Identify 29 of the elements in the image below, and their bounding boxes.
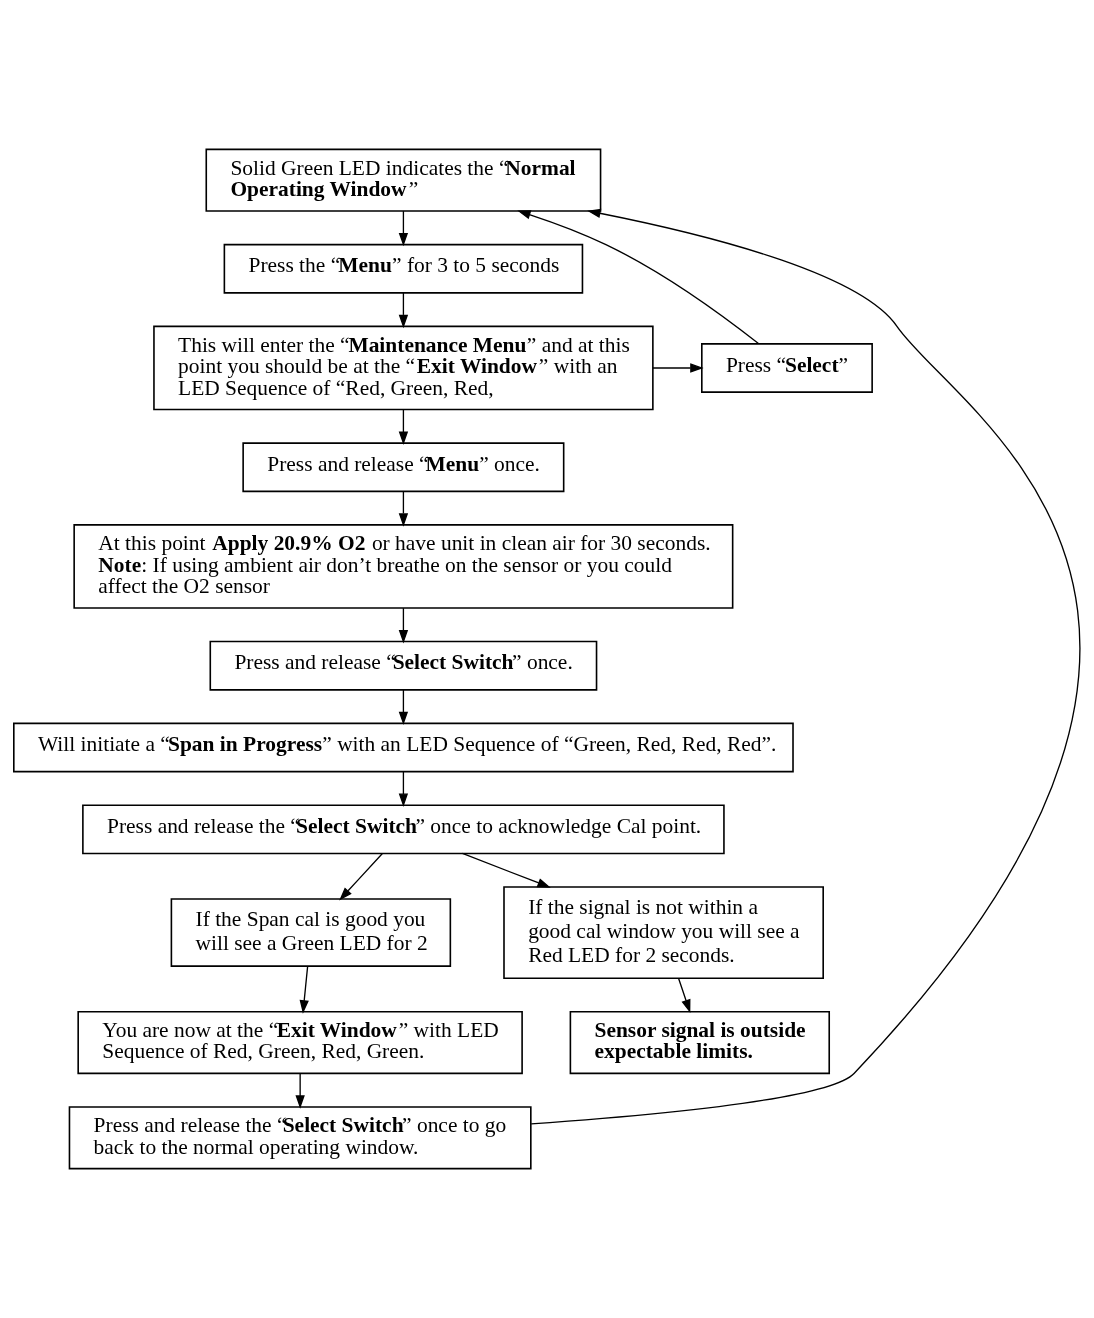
node-box: Press “Select” xyxy=(701,343,873,393)
node-box: If the signal is not within a good cal window you will see a Red LED for 2 seconds. xyxy=(503,886,824,979)
node-box: Press the “Menu” for 3 to 5 seconds xyxy=(223,243,584,294)
arrow xyxy=(339,852,384,901)
node-box: Sensor signal is outside expectable limits. xyxy=(569,1010,831,1075)
node-box: Will initiate a “Span in Progress” with an LED Sequence of “Green, Red, Red, Red”. xyxy=(13,722,794,773)
arrow xyxy=(398,607,409,644)
node-box: Solid Green LED indicates the “Normal Operating Window” xyxy=(205,148,602,212)
arrow xyxy=(677,977,691,1014)
arrow xyxy=(398,292,409,329)
arrow xyxy=(398,210,409,247)
node-box: You are now at the “Exit Window” with LED Sequence of Red, Green, Red, Green. xyxy=(77,1010,523,1075)
arrow xyxy=(398,409,409,446)
arrow xyxy=(299,965,309,1014)
arrow xyxy=(398,490,409,527)
arrow xyxy=(517,210,760,345)
arrow xyxy=(461,852,551,888)
node-box: If the Span cal is good you will see a Green LED for 2 xyxy=(170,898,452,967)
node-box: Press and release “Menu” once. xyxy=(242,442,565,493)
arrow xyxy=(652,363,704,373)
arrow xyxy=(295,1073,305,1109)
arrow xyxy=(398,689,409,726)
node-box: Press and release “Select Switch” once. xyxy=(209,640,598,691)
node-box: At this point Apply 20.9% O2 or have unit in clean air for 30 seconds. Note: If using ambient air don’t breathe on the sensor or you could affect the O2 sensor xyxy=(73,524,734,609)
arrow xyxy=(398,771,409,807)
node-box: Press and release the “Select Switch” once to go back to the normal operating window. xyxy=(68,1106,532,1170)
node-box: This will enter the “Maintenance Menu” and at this point you should be at the “Exit Window” with an LED Sequence of “Red, Green, Red, xyxy=(153,325,654,411)
arrow xyxy=(530,208,1080,1125)
node-box: Press and release the “Select Switch” once to acknowledge Cal point. xyxy=(82,804,725,855)
